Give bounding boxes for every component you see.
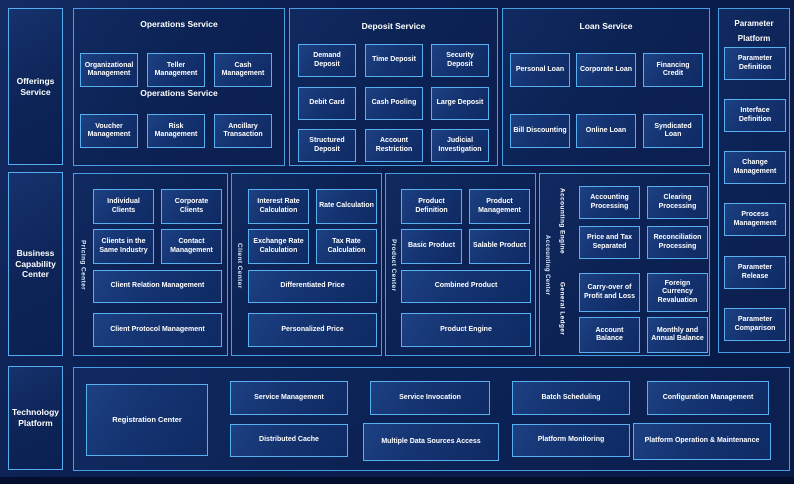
box-account-balance: Account Balance bbox=[579, 317, 640, 353]
box-distributed-cache: Distributed Cache bbox=[230, 424, 348, 457]
rail-business-capability-center: Business Capability Center bbox=[8, 172, 63, 356]
rail-technology-platform: Technology Platform bbox=[8, 366, 63, 470]
box-carry-over-of-profit-and-loss: Carry-over of Profit and Loss bbox=[579, 273, 640, 312]
box-product-definition: Product Definition bbox=[401, 189, 462, 224]
box-platform-monitoring: Platform Monitoring bbox=[512, 424, 630, 457]
box-security-deposit: Security Deposit bbox=[431, 44, 489, 77]
box-bill-discounting: Bill Discounting bbox=[510, 114, 570, 148]
box-judicial-investigation: Judicial Investigation bbox=[431, 129, 489, 162]
box-differentiated-price: Differentiated Price bbox=[248, 270, 377, 303]
section-operations-service: Operations Service Organizational Manage… bbox=[73, 8, 285, 166]
box-rate-calculation: Rate Calculation bbox=[316, 189, 377, 224]
deposit-service-title: Deposit Service bbox=[361, 21, 426, 31]
loan-service-title: Loan Service bbox=[579, 21, 633, 31]
box-registration-center: Registration Center bbox=[86, 384, 208, 456]
section-loan-service: Loan Service Personal Loan Corporate Loa… bbox=[502, 8, 710, 166]
box-accounting-processing: Accounting Processing bbox=[579, 186, 640, 219]
box-price-and-tax-separated: Price and Tax Separated bbox=[579, 226, 640, 259]
box-basic-product: Basic Product bbox=[401, 229, 462, 264]
box-service-invocation: Service Invocation bbox=[370, 381, 490, 415]
box-risk-management: Risk Management bbox=[147, 114, 205, 148]
box-teller-management: Teller Management bbox=[147, 53, 205, 87]
parameter-platform-title-line2: Platform bbox=[737, 34, 771, 43]
box-voucher-management: Voucher Management bbox=[80, 114, 138, 148]
box-parameter-comparison: Parameter Comparison bbox=[724, 308, 786, 341]
box-product-management: Product Management bbox=[469, 189, 530, 224]
section-pricing-center: Pricing Center Individual Clients Corpor… bbox=[73, 173, 228, 356]
box-account-restriction: Account Restriction bbox=[365, 129, 423, 162]
section-product-center: Product Center Product Definition Produc… bbox=[385, 173, 536, 356]
box-interest-rate-calculation: Interest Rate Calculation bbox=[248, 189, 309, 224]
box-corporate-clients: Corporate Clients bbox=[161, 189, 222, 224]
accounting-engine-label: Accounting Engine bbox=[558, 187, 566, 255]
box-cash-management: Cash Management bbox=[214, 53, 272, 87]
box-financing-credit: Financing Credit bbox=[643, 53, 703, 87]
section-deposit-service: Deposit Service Demand Deposit Time Depo… bbox=[289, 8, 498, 166]
box-monthly-and-annual-balance: Monthly and Annual Balance bbox=[647, 317, 708, 353]
section-parameter-platform: Parameter Platform Parameter Definition … bbox=[718, 8, 790, 353]
rail-offerings-service: Offerings Service bbox=[8, 8, 63, 165]
box-parameter-definition: Parameter Definition bbox=[724, 47, 786, 80]
box-batch-scheduling: Batch Scheduling bbox=[512, 381, 630, 415]
product-center-label: Product Center bbox=[390, 239, 397, 292]
box-combined-product: Combined Product bbox=[401, 270, 531, 303]
section-client-center: Client Center Interest Rate Calculation … bbox=[231, 173, 382, 356]
box-client-relation-management: Client Relation Management bbox=[93, 270, 222, 303]
box-clearing-processing: Clearing Processing bbox=[647, 186, 708, 219]
box-personal-loan: Personal Loan bbox=[510, 53, 570, 87]
box-foreign-currency-revaluation: Foreign Currency Revaluation bbox=[647, 273, 708, 312]
box-individual-clients: Individual Clients bbox=[93, 189, 154, 224]
box-large-deposit: Large Deposit bbox=[431, 87, 489, 120]
box-salable-product: Salable Product bbox=[469, 229, 530, 264]
box-ancillary-transaction: Ancillary Transaction bbox=[214, 114, 272, 148]
operations-service-title: Operations Service bbox=[140, 19, 218, 29]
client-center-label: Client Center bbox=[236, 242, 243, 289]
box-contact-management: Contact Management bbox=[161, 229, 222, 264]
box-process-management: Process Management bbox=[724, 203, 786, 236]
parameter-platform-title: Parameter Platform bbox=[719, 16, 789, 46]
box-change-management: Change Management bbox=[724, 151, 786, 184]
pricing-center-label: Pricing Center bbox=[79, 240, 87, 291]
box-client-protocol-management: Client Protocol Management bbox=[93, 313, 222, 347]
box-structured-deposit: Structured Deposit bbox=[298, 129, 356, 162]
box-configuration-management: Configuration Management bbox=[647, 381, 769, 415]
box-online-loan: Online Loan bbox=[576, 114, 636, 148]
parameter-platform-title-line1: Parameter bbox=[734, 19, 774, 28]
box-organizational-management: Organizational Management bbox=[80, 53, 138, 87]
box-syndicated-loan: Syndicated Loan bbox=[643, 114, 703, 148]
box-personalized-price: Personalized Price bbox=[248, 313, 377, 347]
box-time-deposit: Time Deposit bbox=[365, 44, 423, 77]
box-platform-operation-maintenance: Platform Operation & Maintenance bbox=[633, 423, 771, 460]
section-accounting-center: Accounting Center Accounting Engine Gene… bbox=[539, 173, 710, 356]
box-product-engine: Product Engine bbox=[401, 313, 531, 347]
box-tax-rate-calculation: Tax Rate Calculation bbox=[316, 229, 377, 264]
box-interface-definition: Interface Definition bbox=[724, 99, 786, 132]
section-technology-platform: Registration Center Service Management D… bbox=[73, 367, 790, 471]
box-demand-deposit: Demand Deposit bbox=[298, 44, 356, 77]
box-parameter-release: Parameter Release bbox=[724, 256, 786, 289]
box-corporate-loan: Corporate Loan bbox=[576, 53, 636, 87]
box-service-management: Service Management bbox=[230, 381, 348, 415]
box-cash-pooling: Cash Pooling bbox=[365, 87, 423, 120]
box-reconciliation-processing: Reconciliation Processing bbox=[647, 226, 708, 259]
general-ledger-label: General Ledger bbox=[558, 282, 566, 336]
box-clients-in-the-same-industry: Clients in the Same Industry bbox=[93, 229, 154, 264]
box-debit-card: Debit Card bbox=[298, 87, 356, 120]
operations-service-subtitle: Operations Service bbox=[140, 88, 218, 98]
box-multiple-data-sources-access: Multiple Data Sources Access bbox=[363, 423, 499, 461]
accounting-center-label: Accounting Center bbox=[544, 235, 550, 296]
box-exchange-rate-calculation: Exchange Rate Calculation bbox=[248, 229, 309, 264]
